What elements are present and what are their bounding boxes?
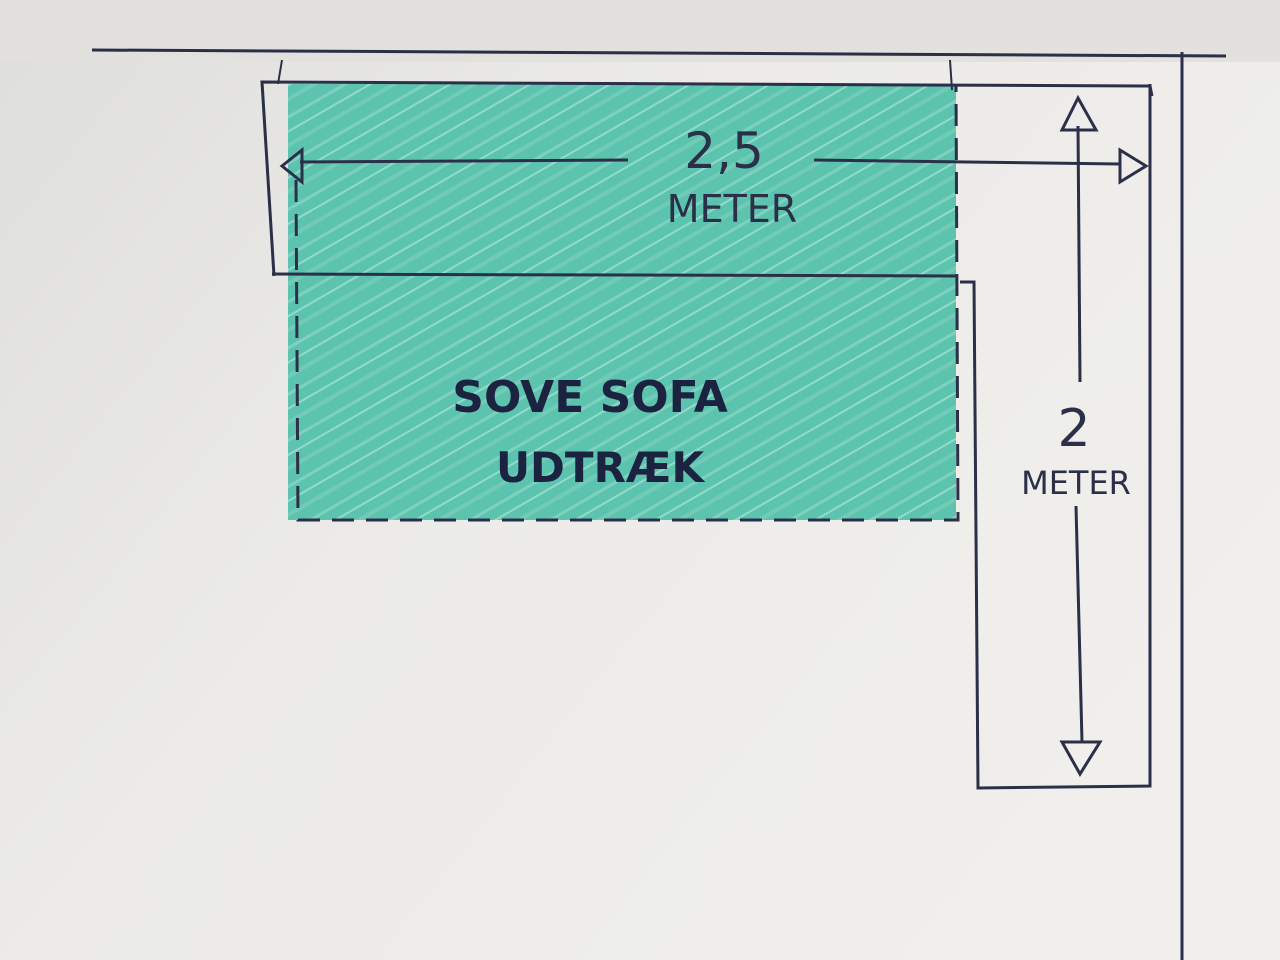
sofa-back-inner-left [277, 59, 283, 85]
arrowhead-down-icon [1059, 740, 1103, 777]
chaise-divider [949, 59, 953, 91]
width-value: 2,5 [684, 122, 764, 180]
arrowhead-left-icon [279, 146, 304, 186]
sofa-back-bottom [271, 272, 959, 278]
wall-top-line [91, 48, 1227, 58]
extension-dashed-outline [294, 83, 960, 522]
height-unit: METER [1021, 464, 1131, 502]
sofa-label-line1: SOVE SOFA [452, 372, 728, 423]
sofa-label-line2: UDTRÆK [496, 443, 706, 492]
sofa-extension-fill [288, 84, 956, 520]
height-value: 2 [1057, 399, 1090, 459]
chaise-outline [960, 84, 1152, 790]
arrowhead-up-icon [1059, 94, 1099, 132]
arrowhead-right-icon [1118, 147, 1149, 185]
width-unit: METER [667, 187, 797, 231]
height-dimension-arrow [1059, 94, 1103, 777]
width-dimension-arrow [279, 146, 1149, 186]
